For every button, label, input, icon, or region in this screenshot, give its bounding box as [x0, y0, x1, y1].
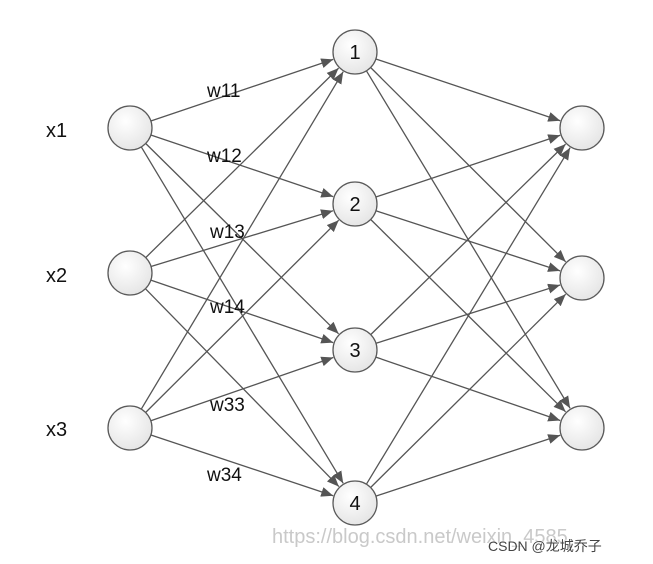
hidden-node-label-1: 1	[349, 42, 360, 64]
input-label-3: x3	[46, 419, 67, 441]
input-label-1: x1	[46, 120, 67, 142]
hidden-node-label-2: 2	[349, 194, 360, 216]
weight-label-w33: w33	[209, 395, 245, 416]
hidden-node-label-3: 3	[349, 340, 360, 362]
output-node-3	[559, 405, 605, 451]
hidden-node-2	[332, 181, 378, 227]
edge-x2-h2	[150, 209, 334, 268]
connection-lines	[140, 58, 571, 497]
hidden-node-label-4: 4	[349, 493, 360, 515]
edge-x1-h4	[140, 146, 344, 484]
weight-label-w14: w14	[209, 297, 245, 318]
hidden-node-1	[332, 29, 378, 75]
watermark-credit: CSDN @龙城乔子	[488, 538, 602, 554]
edge-x2-h3	[150, 279, 334, 344]
network-nodes: x1 x2 x3 1 2 3 4	[46, 29, 605, 526]
edge-x1-h1	[150, 58, 334, 122]
edge-h1-o1	[375, 58, 561, 122]
edge-h1-o2	[370, 67, 567, 263]
edge-h2-o1	[375, 134, 561, 198]
weight-label-w13: w13	[209, 222, 245, 243]
input-node-2	[107, 250, 153, 296]
edge-h2-o2	[375, 210, 561, 272]
edge-h4-o3	[375, 434, 561, 497]
watermark-url: https://blog.csdn.net/weixin_4585	[272, 526, 568, 548]
edge-h4-o1	[365, 147, 571, 485]
edge-x3-h1	[140, 71, 344, 410]
weight-label-w11: w11	[206, 81, 240, 102]
weight-labels: w11 w12 w13 w14 w33 w34	[206, 81, 245, 486]
edge-x1-h2	[150, 134, 334, 198]
edge-x3-h3	[150, 356, 334, 422]
weight-label-w12: w12	[206, 146, 242, 167]
edge-h3-o2	[375, 283, 561, 344]
output-node-1	[559, 105, 605, 151]
edge-x2-h4	[144, 288, 340, 488]
edge-h3-o1	[370, 143, 567, 336]
input-node-1	[107, 105, 153, 151]
weight-label-w34: w34	[206, 465, 242, 486]
hidden-node-3	[332, 327, 378, 373]
input-node-3	[107, 405, 153, 451]
output-node-2	[559, 255, 605, 301]
edge-x3-h2	[145, 219, 340, 413]
edge-x2-h1	[145, 67, 340, 259]
edge-x3-h4	[150, 434, 334, 497]
edge-h4-o2	[370, 293, 567, 488]
edge-h3-o3	[375, 356, 561, 422]
hidden-node-4	[332, 480, 378, 526]
input-label-2: x2	[46, 265, 67, 287]
